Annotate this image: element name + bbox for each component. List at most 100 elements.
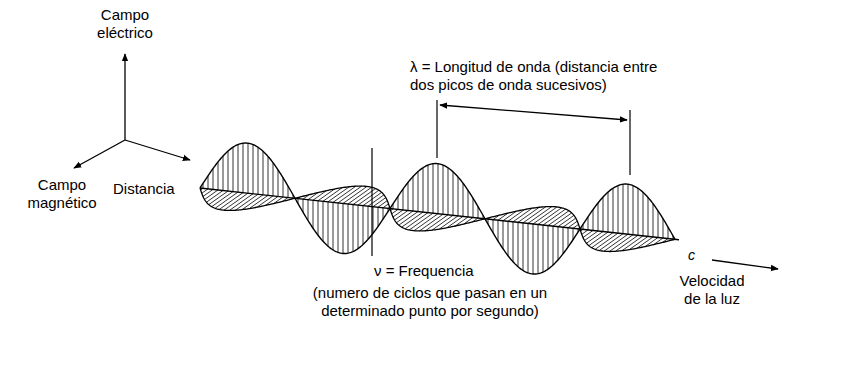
electric-hatch (328, 202, 329, 246)
magnetic-hatch (592, 233, 613, 248)
electric-hatch (663, 219, 664, 238)
frequency-line (371, 148, 372, 256)
electric-hatch (368, 206, 369, 239)
electric-hatch (418, 172, 419, 212)
electric-hatch (593, 210, 594, 231)
electric-hatch (553, 226, 554, 265)
electric-hatch (638, 188, 639, 235)
electric-hatch (313, 200, 314, 228)
electric-hatch (308, 200, 309, 221)
electric-hatch (518, 222, 519, 266)
electric-hatch (458, 177, 459, 216)
electric-hatch (398, 196, 399, 209)
electric-hatch (598, 203, 599, 231)
magnetic-hatch (328, 187, 349, 202)
magnetic-hatch (392, 209, 398, 213)
electric-hatch (563, 227, 564, 254)
electric-hatch (428, 165, 429, 213)
magnetic-hatch (358, 190, 379, 205)
electric-hatch (533, 224, 534, 274)
electric-hatch (643, 192, 644, 236)
electric-hatch (348, 204, 349, 253)
magnetic-hatch (543, 209, 566, 225)
electric-hatch (618, 186, 619, 234)
electric-hatch (608, 192, 609, 232)
electric-hatch (653, 204, 654, 237)
wavelength-label: λ = Longitud de onda (distancia entre do… (410, 58, 682, 94)
electric-hatch (443, 165, 444, 214)
magnetic-hatch (395, 210, 408, 220)
magnetic-hatch (215, 192, 238, 208)
magnetic-hatch (363, 192, 382, 205)
electric-hatch (453, 172, 454, 216)
electric-hatch (633, 186, 634, 235)
magnetic-hatch (405, 213, 428, 229)
electric-hatch (468, 190, 469, 217)
magnetic-hatch (553, 213, 572, 226)
electric-hatch (548, 226, 549, 270)
electric-hatch (338, 203, 339, 252)
electric-hatch (238, 145, 239, 193)
magnetic-hatch (373, 198, 386, 207)
electric-hatch (568, 228, 569, 247)
electric-hatch (253, 145, 254, 194)
electric-hatch (233, 147, 234, 191)
magnetic-hatch (348, 187, 372, 204)
electric-hatch (498, 220, 499, 241)
electric-hatch (273, 163, 274, 196)
magnetic-hatch (595, 233, 618, 249)
electric-hatch (378, 207, 379, 226)
electric-hatch (658, 211, 659, 238)
magnetic-hatch (582, 230, 588, 234)
electric-hatch (258, 147, 259, 194)
electric-hatch (208, 176, 209, 189)
frequency-label: ν = Frequencia (374, 262, 474, 280)
speed-arrow (712, 260, 778, 269)
frequency-note: (numero de ciclos que pasan en un determ… (299, 284, 561, 320)
electric-hatch (463, 183, 464, 216)
wavelength-tick (436, 100, 437, 158)
magnetic-hatch (583, 230, 593, 237)
electric-hatch (513, 222, 514, 262)
electric-hatch (438, 164, 439, 214)
magnetic-hatch (399, 212, 418, 226)
electric-hatch (343, 203, 344, 253)
electric-hatch (248, 143, 249, 193)
electric-hatch (278, 170, 279, 197)
electric-hatch (283, 178, 284, 197)
electric-hatch (408, 182, 409, 210)
electric-hatch (213, 169, 214, 190)
electric-hatch (538, 225, 539, 274)
magnetic-hatch (205, 190, 218, 200)
axis-label: Distancia (113, 180, 175, 198)
wave-group (200, 143, 679, 274)
electric-hatch (263, 151, 264, 195)
electric-hatch (528, 223, 529, 272)
axis-label: Campo eléctrico (85, 6, 165, 42)
electric-hatch (623, 184, 624, 233)
electric-hatch (353, 205, 354, 252)
magnetic-hatch (202, 189, 208, 193)
magnetic-hatch (393, 210, 403, 217)
magnetic-hatch (538, 208, 562, 225)
electric-hatch (558, 227, 559, 260)
magnetic-hatch (203, 189, 213, 196)
electric-hatch (503, 221, 504, 249)
magnetic-hatch (209, 191, 228, 205)
electric-hatch (603, 197, 604, 231)
magnetic-hatch (383, 204, 389, 208)
magnetic-hatch (353, 189, 376, 205)
electric-hatch (628, 184, 629, 234)
electric-hatch (323, 201, 324, 241)
electric-hatch (473, 198, 474, 217)
electric-hatch (648, 197, 649, 236)
electric-hatch (613, 188, 614, 232)
electric-hatch (228, 151, 229, 191)
magnetic-hatch (585, 231, 598, 241)
magnetic-hatch (402, 212, 423, 227)
electric-hatch (588, 217, 589, 230)
electric-hatch (358, 205, 359, 249)
magnetic-hatch (212, 192, 233, 207)
electric-hatch (403, 189, 404, 210)
